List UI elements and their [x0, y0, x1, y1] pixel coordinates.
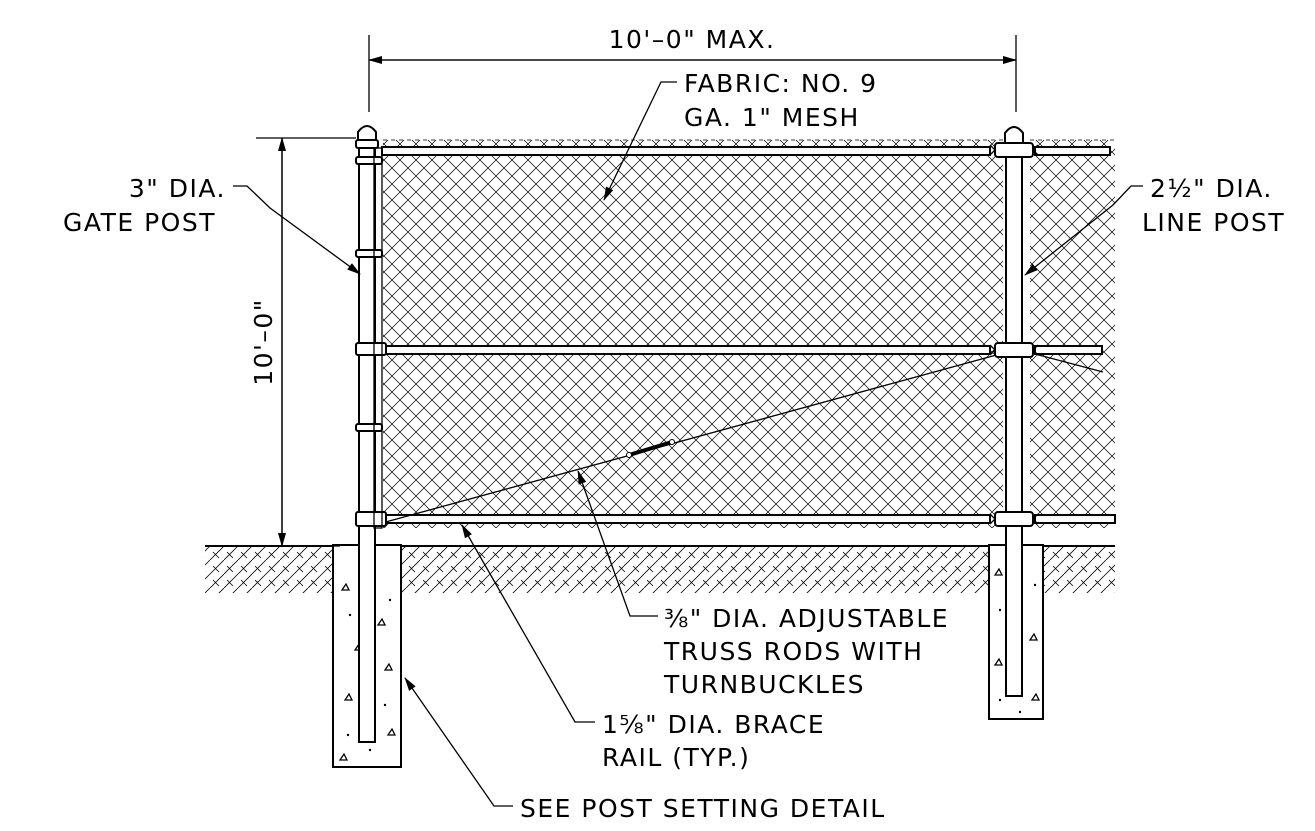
post-setting-label: SEE POST SETTING DETAIL	[520, 794, 886, 823]
line-post	[989, 126, 1039, 697]
height-dimension-label: 10'–0"	[249, 298, 278, 386]
truss-label-line1: ⅜" DIA. ADJUSTABLE	[664, 604, 949, 633]
fabric-label-line2: GA. 1" MESH	[684, 103, 860, 132]
line-post-label-line2: LINE POST	[1142, 208, 1285, 237]
truss-label-line2: TRUSS RODS WITH	[663, 637, 923, 666]
width-dimension-label: 10'–0" MAX.	[609, 25, 776, 54]
chain-link-fabric	[383, 139, 1115, 528]
gate-post-label-line2: GATE POST	[63, 208, 216, 237]
brace-rail-label-line2: RAIL (TYP.)	[602, 743, 750, 772]
truss-label-line3: TURNBUCKLES	[663, 670, 865, 699]
gate-post	[355, 125, 387, 743]
leader-lines	[233, 81, 1143, 807]
brace-rail-label-line1: 1⅝" DIA. BRACE	[602, 710, 825, 739]
fabric-label-line1: FABRIC: NO. 9	[684, 69, 878, 98]
gate-post-label-line1: 3" DIA.	[129, 174, 226, 203]
truss-rod	[381, 353, 1104, 524]
height-dimension: 10'–0"	[249, 137, 356, 547]
width-dimension: 10'–0" MAX.	[368, 25, 1017, 112]
turnbuckle	[626, 439, 675, 458]
line-post-label-line1: 2½" DIA.	[1150, 174, 1273, 203]
